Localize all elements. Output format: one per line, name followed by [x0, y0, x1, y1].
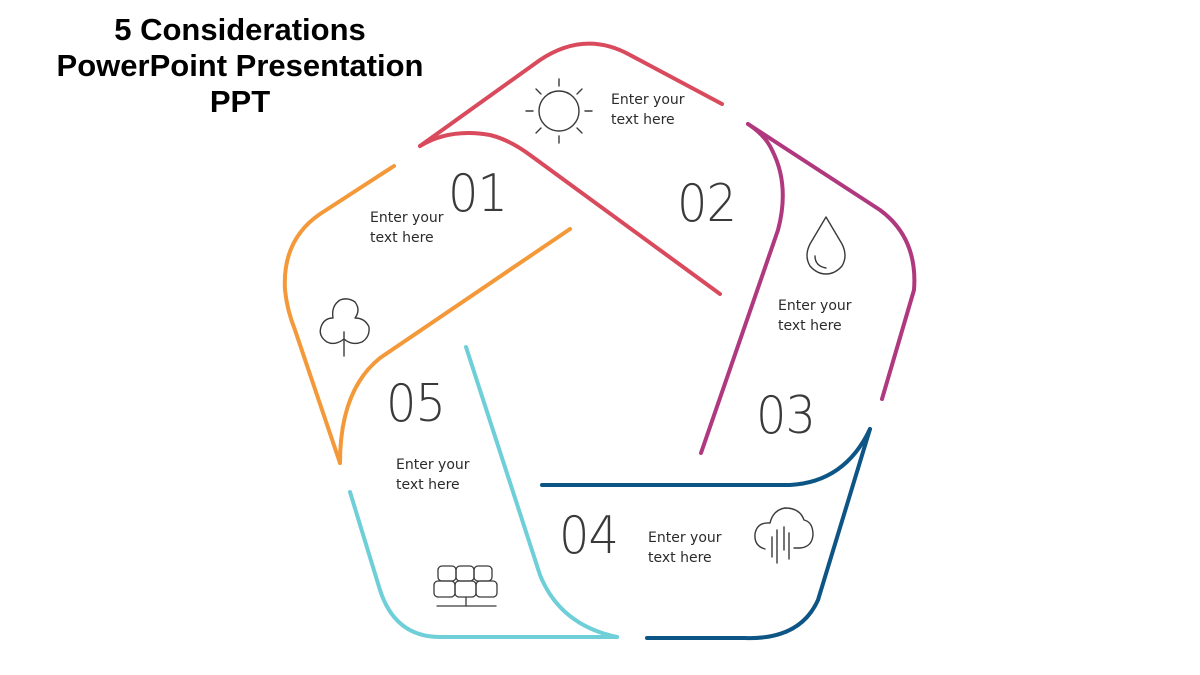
segment-03-number: 03: [756, 386, 816, 446]
segment-01-text-line2: text here: [370, 230, 434, 246]
segment-01-text-line1: Enter your: [370, 210, 444, 226]
segment-05-text-line2: text here: [396, 477, 460, 493]
segment-04-text-line1: Enter your: [648, 530, 722, 546]
segment-05-text-line1: Enter your: [396, 457, 470, 473]
segment-magenta-outline: [699, 122, 917, 455]
segment-03-text-line1: Enter your: [778, 298, 852, 314]
segment-02-text: Enter your text here: [611, 90, 685, 130]
segment-orange-outline: [282, 164, 572, 465]
segment-cyan-outline: [348, 345, 619, 639]
water-drop-icon: [806, 216, 846, 275]
segment-04-text: Enter your text here: [648, 528, 722, 568]
slide-title: 5 Considerations PowerPoint Presentation…: [20, 12, 460, 120]
segment-04-text-line2: text here: [648, 550, 712, 566]
solar-panel-icon: [433, 565, 498, 607]
segment-05-text: Enter your text here: [396, 455, 470, 495]
tree-icon: [319, 298, 370, 357]
title-line-1: 5 Considerations: [114, 12, 366, 47]
segment-05-number: 05: [386, 374, 446, 434]
segment-04-number: 04: [559, 506, 619, 566]
segment-01-number: 01: [448, 164, 508, 224]
segment-03-text: Enter your text here: [778, 296, 852, 336]
rain-cloud-icon: [754, 507, 814, 564]
segment-02-text-line2: text here: [611, 112, 675, 128]
segment-03-text-line2: text here: [778, 318, 842, 334]
segment-01-text: Enter your text here: [370, 208, 444, 248]
title-line-3: PPT: [209, 84, 271, 119]
segment-red-outline: [418, 41, 724, 296]
segment-02-number: 02: [677, 174, 737, 234]
segment-navy-outline: [540, 427, 872, 641]
segment-02-text-line1: Enter your: [611, 92, 685, 108]
title-line-2: PowerPoint Presentation: [56, 48, 424, 83]
sun-icon: [525, 78, 593, 144]
